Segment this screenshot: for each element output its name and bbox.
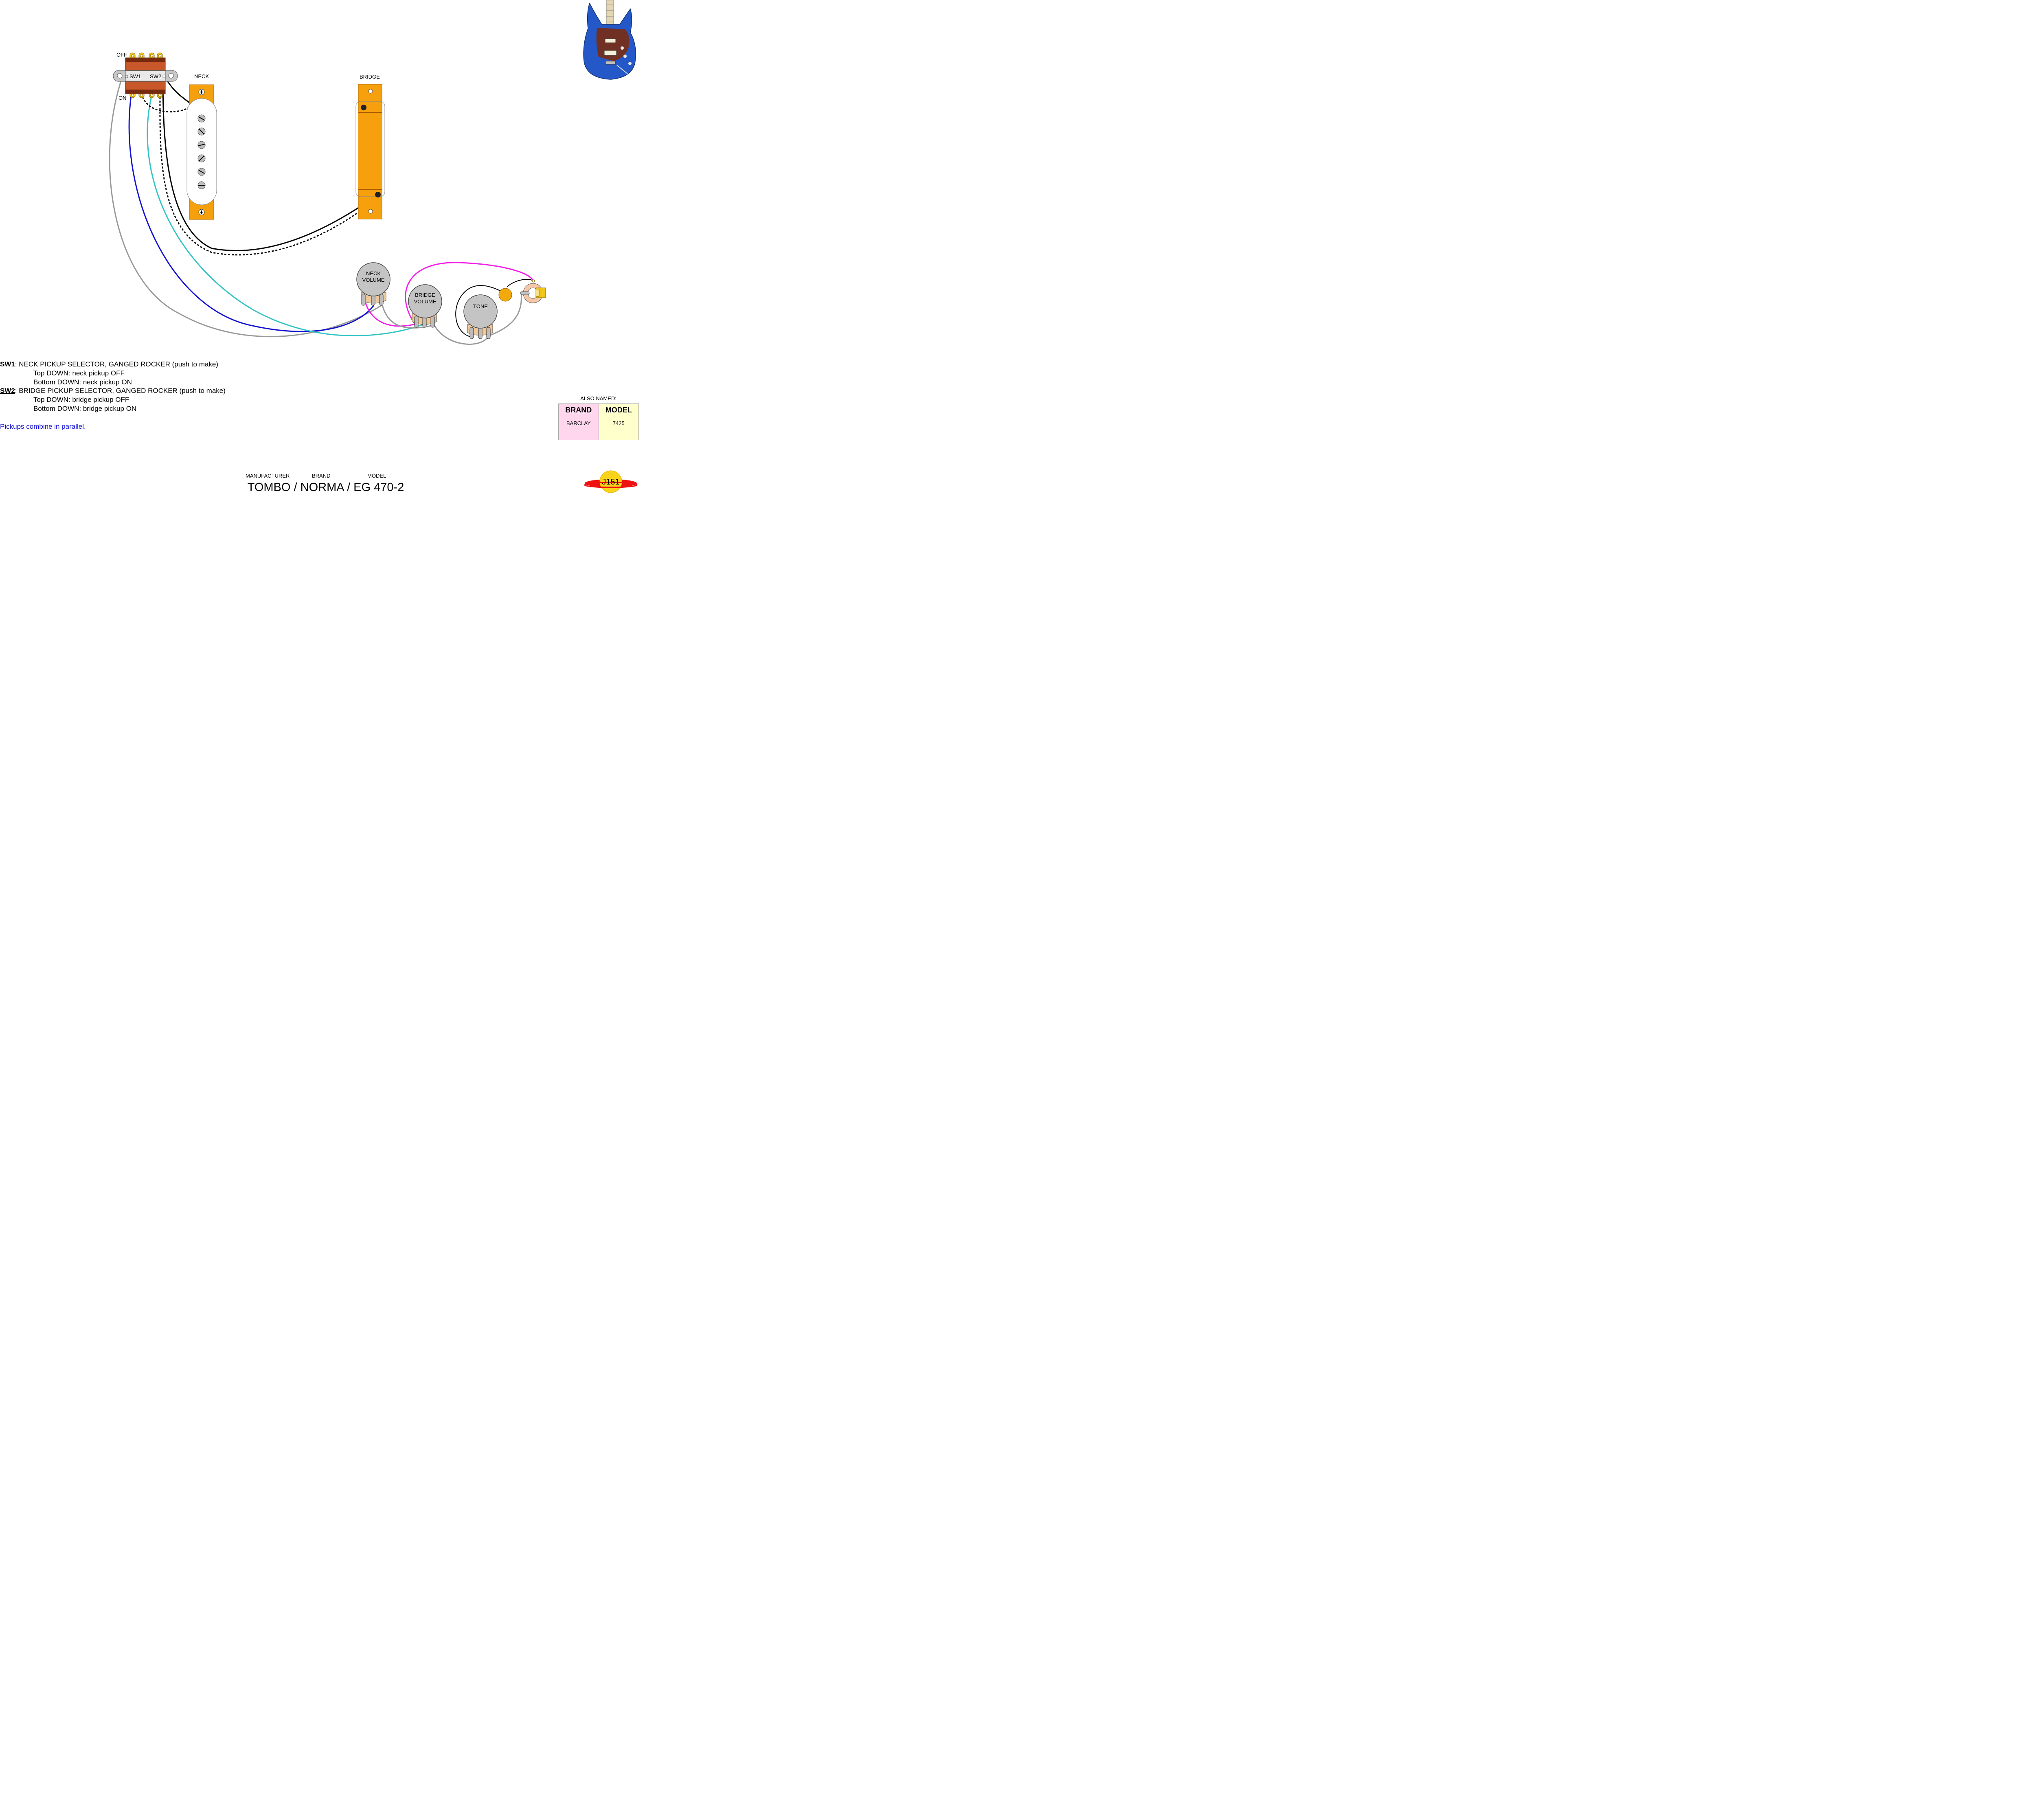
sw2-bottom-note: Bottom DOWN: bridge pickup ON [33, 404, 137, 412]
bridge-volume-line1: BRIDGE [415, 292, 435, 298]
switch-notes: SW1: NECK PICKUP SELECTOR, GANGED ROCKER… [0, 360, 226, 431]
gray-wire-bridge-vol-to-tone [433, 323, 489, 345]
footer-brand-label: BRAND [312, 473, 331, 479]
bridge-terminal-top [361, 105, 366, 110]
dashed-wire-neck-ground [142, 96, 189, 113]
alias-model-value: 7425 [612, 420, 625, 426]
parallel-note: Pickups combine in parallel. [0, 422, 86, 430]
sw1-note: SW1: NECK PICKUP SELECTOR, GANGED ROCKER… [0, 360, 226, 369]
also-named-table: BRAND BARCLAY MODEL 7425 [558, 403, 639, 440]
sw2-desc: : BRIDGE PICKUP SELECTOR, GANGED ROCKER … [15, 387, 226, 395]
bridge-pickup-label: BRIDGE [360, 74, 380, 80]
dashed-wire-bridge-ground [159, 96, 378, 256]
neck-volume-line2: VOLUME [362, 277, 385, 283]
switch-off-label: OFF [116, 52, 127, 58]
also-named-caption: ALSO NAMED: [580, 395, 617, 401]
blue-wire-switch-to-neck-volume [128, 95, 375, 332]
wiring-diagram: OFF ON 1a [109, 0, 638, 493]
gray-wire-switch-to-neck-volume [109, 77, 382, 338]
gray-wire-neck-to-bridge-vol [381, 303, 432, 329]
sw2-tag: SW2 [0, 387, 15, 395]
neck-pickup-cover [186, 98, 217, 205]
black-wire-tone-loop [455, 285, 501, 338]
neck-volume-pot: NECK VOLUME [356, 262, 391, 306]
switch-on-label: ON [118, 95, 127, 101]
bridge-volume-pot: BRIDGE VOLUME [408, 284, 442, 328]
badge-label: J151 [602, 478, 619, 487]
bridge-pickup-cover [355, 101, 385, 197]
neck-volume-line1: NECK [366, 270, 381, 276]
magenta-wire-volumes [365, 303, 417, 327]
footer-model-label: MODEL [367, 473, 386, 479]
gray-wire-tone-to-jack [488, 293, 522, 337]
bridge-screw-bottom [368, 209, 373, 214]
j151-badge: J151 [584, 470, 638, 493]
footer-title: TOMBO / NORMA / EG 470-2 [247, 481, 404, 494]
tone-pot: TONE [463, 294, 498, 339]
bridge-pickup: BRIDGE [355, 74, 385, 219]
sw1-tag: SW1 [0, 360, 15, 368]
output-jack [520, 279, 546, 303]
guitar-thumbnail [583, 0, 636, 80]
alias-model-header: MODEL [605, 406, 632, 414]
neck-pickup-label: NECK [194, 73, 209, 79]
tone-label: TONE [473, 303, 488, 309]
alias-model-column: MODEL 7425 [599, 404, 638, 440]
alias-brand-value: BARCLAY [566, 420, 591, 426]
cyan-wire-switch-to-bridge-volume [147, 96, 426, 337]
sw2-top-note: Top DOWN: bridge pickup OFF [33, 396, 129, 404]
sw1-bottom-note: Bottom DOWN: neck pickup ON [33, 378, 132, 386]
bridge-terminal-bottom [375, 192, 381, 197]
black-wire-cap-to-jack [507, 279, 534, 287]
black-wire-switch-to-bridge [162, 77, 378, 251]
lug-2b: 2b [158, 58, 162, 62]
magenta-wire-to-jack [405, 262, 534, 326]
neck-pole-pieces [197, 114, 206, 189]
sw1-top-note: Top DOWN: neck pickup OFF [33, 369, 125, 377]
alias-brand-column: BRAND BARCLAY [559, 404, 599, 440]
black-wire-switch-to-neck [164, 77, 190, 103]
sw2-note: SW2: BRIDGE PICKUP SELECTOR, GANGED ROCK… [0, 386, 226, 395]
lug-labels: 1a 1b 2a 2b 1c 1d 2c 2d [130, 58, 162, 94]
lug-1c: 1c [130, 90, 134, 94]
wires [109, 77, 534, 345]
rocker-switch: OFF ON 1a [113, 52, 178, 101]
alias-brand-header: BRAND [565, 406, 592, 414]
lug-2d: 2d [158, 90, 162, 94]
bridge-volume-line2: VOLUME [414, 298, 437, 305]
switch-sw2-label: SW2 [150, 73, 161, 79]
footer-manufacturer-label: MANUFACTURER [246, 473, 290, 479]
lug-1d: 1d [139, 90, 144, 94]
lug-1a: 1a [130, 58, 135, 62]
lug-2c: 2c [149, 90, 154, 94]
lug-1b: 1b [139, 58, 144, 62]
tone-capacitor [498, 288, 512, 302]
neck-pickup: NECK [186, 73, 217, 220]
bridge-screw-top [368, 89, 373, 94]
lug-2a: 2a [149, 58, 154, 62]
switch-sw1-label: SW1 [129, 73, 141, 79]
sw1-desc: : NECK PICKUP SELECTOR, GANGED ROCKER (p… [15, 360, 218, 368]
